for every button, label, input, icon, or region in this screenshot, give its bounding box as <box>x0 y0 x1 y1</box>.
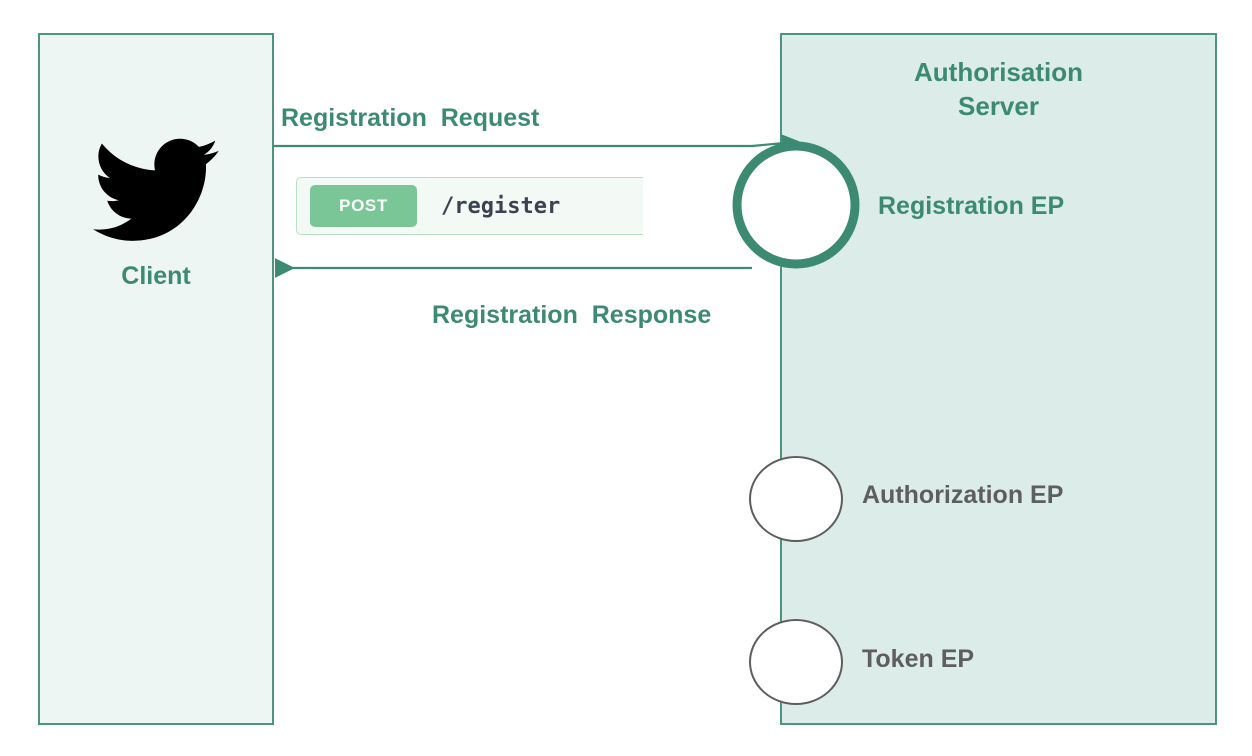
registration-request-label: Registration Request <box>281 104 540 132</box>
authorisation-server-title: Authorisation <box>914 57 1083 87</box>
registration-ep-label: Registration EP <box>878 192 1065 220</box>
authorisation-server-title-line2: Server <box>958 91 1039 121</box>
client-label: Client <box>121 262 191 290</box>
registration-response-label: Registration Response <box>432 301 712 329</box>
http-path-label: /register <box>441 193 561 219</box>
twitter-bird-icon <box>92 138 220 246</box>
authorisation-server-box <box>780 33 1217 725</box>
token-ep-label: Token EP <box>862 645 975 673</box>
authorization-ep-label: Authorization EP <box>862 481 1064 509</box>
api-request-panel[interactable]: POST /register <box>296 177 643 235</box>
http-method-badge: POST <box>310 185 417 227</box>
registration-request-arrow <box>273 134 800 152</box>
client-box <box>38 33 274 725</box>
